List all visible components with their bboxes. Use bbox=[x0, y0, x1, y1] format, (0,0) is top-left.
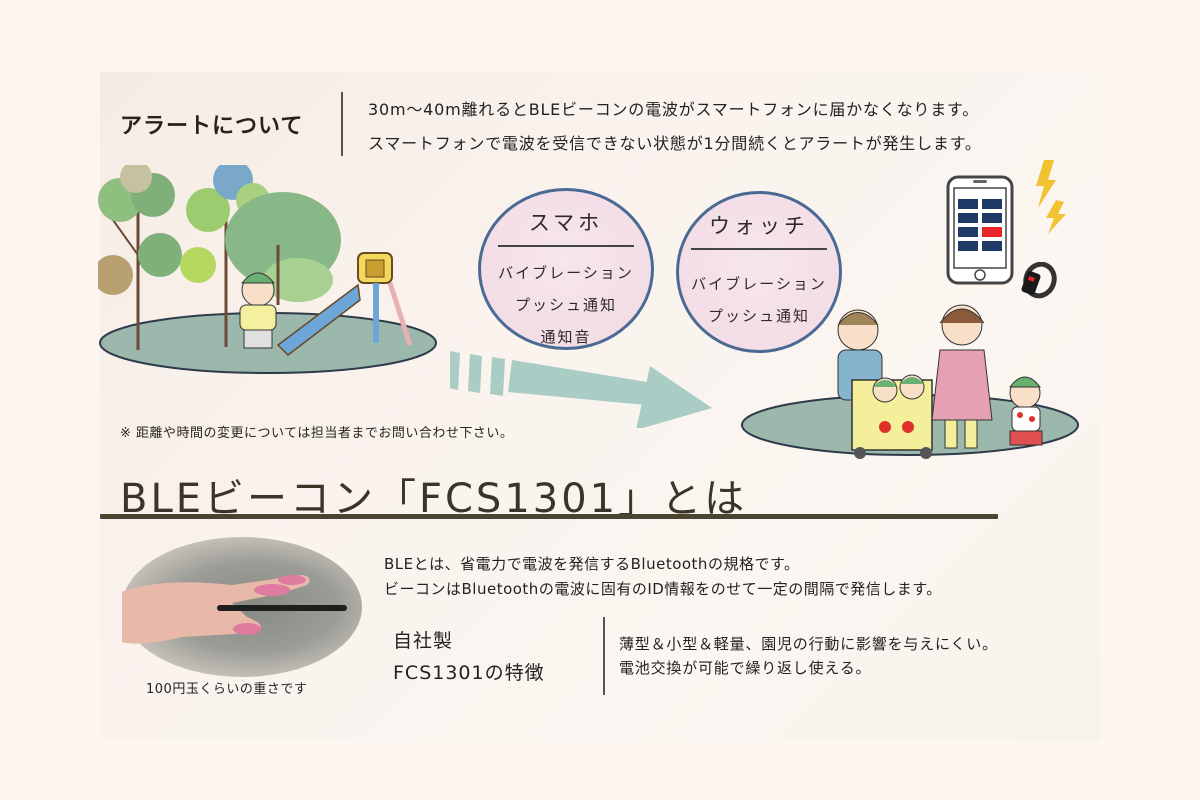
circle-title: スマホ bbox=[528, 211, 604, 235]
photo-caption: 100円玉くらいの重さです bbox=[146, 682, 308, 697]
features-heading-line: 自社製 bbox=[393, 630, 454, 652]
ble-description-line: BLEとは、省電力で電波を発信するBluetoothの規格です。 bbox=[384, 555, 800, 573]
lightning-icon bbox=[1036, 160, 1066, 234]
smartphone-icon bbox=[946, 175, 1014, 285]
alert-method: バイブレーション bbox=[498, 263, 634, 282]
features-heading-line: FCS1301の特徴 bbox=[393, 662, 545, 684]
section-underline bbox=[100, 514, 998, 519]
slide-icon bbox=[276, 252, 413, 356]
circle-title: ウォッチ bbox=[709, 214, 809, 238]
features-divider bbox=[603, 617, 605, 695]
circle-divider bbox=[498, 245, 634, 247]
alert-text-line: スマートフォンで電波を受信できない状態が1分間続くとアラートが発生します。 bbox=[368, 134, 982, 153]
contact-note: ※ 距離や時間の変更については担当者までお問い合わせ下さい。 bbox=[120, 426, 514, 441]
feature-line: 電池交換が可能で繰り返し使える。 bbox=[619, 659, 872, 677]
alert-method: プッシュ通知 bbox=[514, 295, 617, 314]
tree-icon bbox=[98, 165, 182, 350]
alert-method: バイブレーション bbox=[691, 274, 827, 293]
circle-divider bbox=[691, 248, 827, 250]
watch-alert-circle: ウォッチ バイブレーション プッシュ通知 bbox=[676, 191, 842, 353]
child-icon bbox=[239, 272, 277, 349]
tree-icon bbox=[225, 192, 341, 305]
park-illustration bbox=[98, 165, 437, 374]
beacon-photo bbox=[122, 537, 362, 677]
smartphone-alert-circle: スマホ バイブレーション プッシュ通知 通知音 bbox=[478, 188, 654, 350]
arrow-right-icon bbox=[450, 351, 712, 428]
features-heading: 自社製 FCS1301の特徴 bbox=[393, 625, 545, 689]
ble-description-line: ビーコンはBluetoothの電波に固有のID情報をのせて一定の間隔で発信します… bbox=[384, 580, 942, 598]
nursery-group-illustration bbox=[741, 304, 1079, 459]
hand-holding-beacon-icon bbox=[122, 575, 347, 644]
alert-heading: アラートについて bbox=[120, 114, 304, 139]
alert-method: プッシュ通知 bbox=[707, 306, 810, 325]
alert-method: 通知音 bbox=[540, 327, 592, 346]
alert-divider bbox=[341, 92, 343, 156]
smartwatch-icon bbox=[1021, 262, 1057, 299]
feature-line: 薄型＆小型＆軽量、園児の行動に影響を与えにくい。 bbox=[619, 635, 998, 653]
alert-text-line: 30m～40m離れるとBLEビーコンの電波がスマートフォンに届かなくなります。 bbox=[368, 100, 980, 119]
